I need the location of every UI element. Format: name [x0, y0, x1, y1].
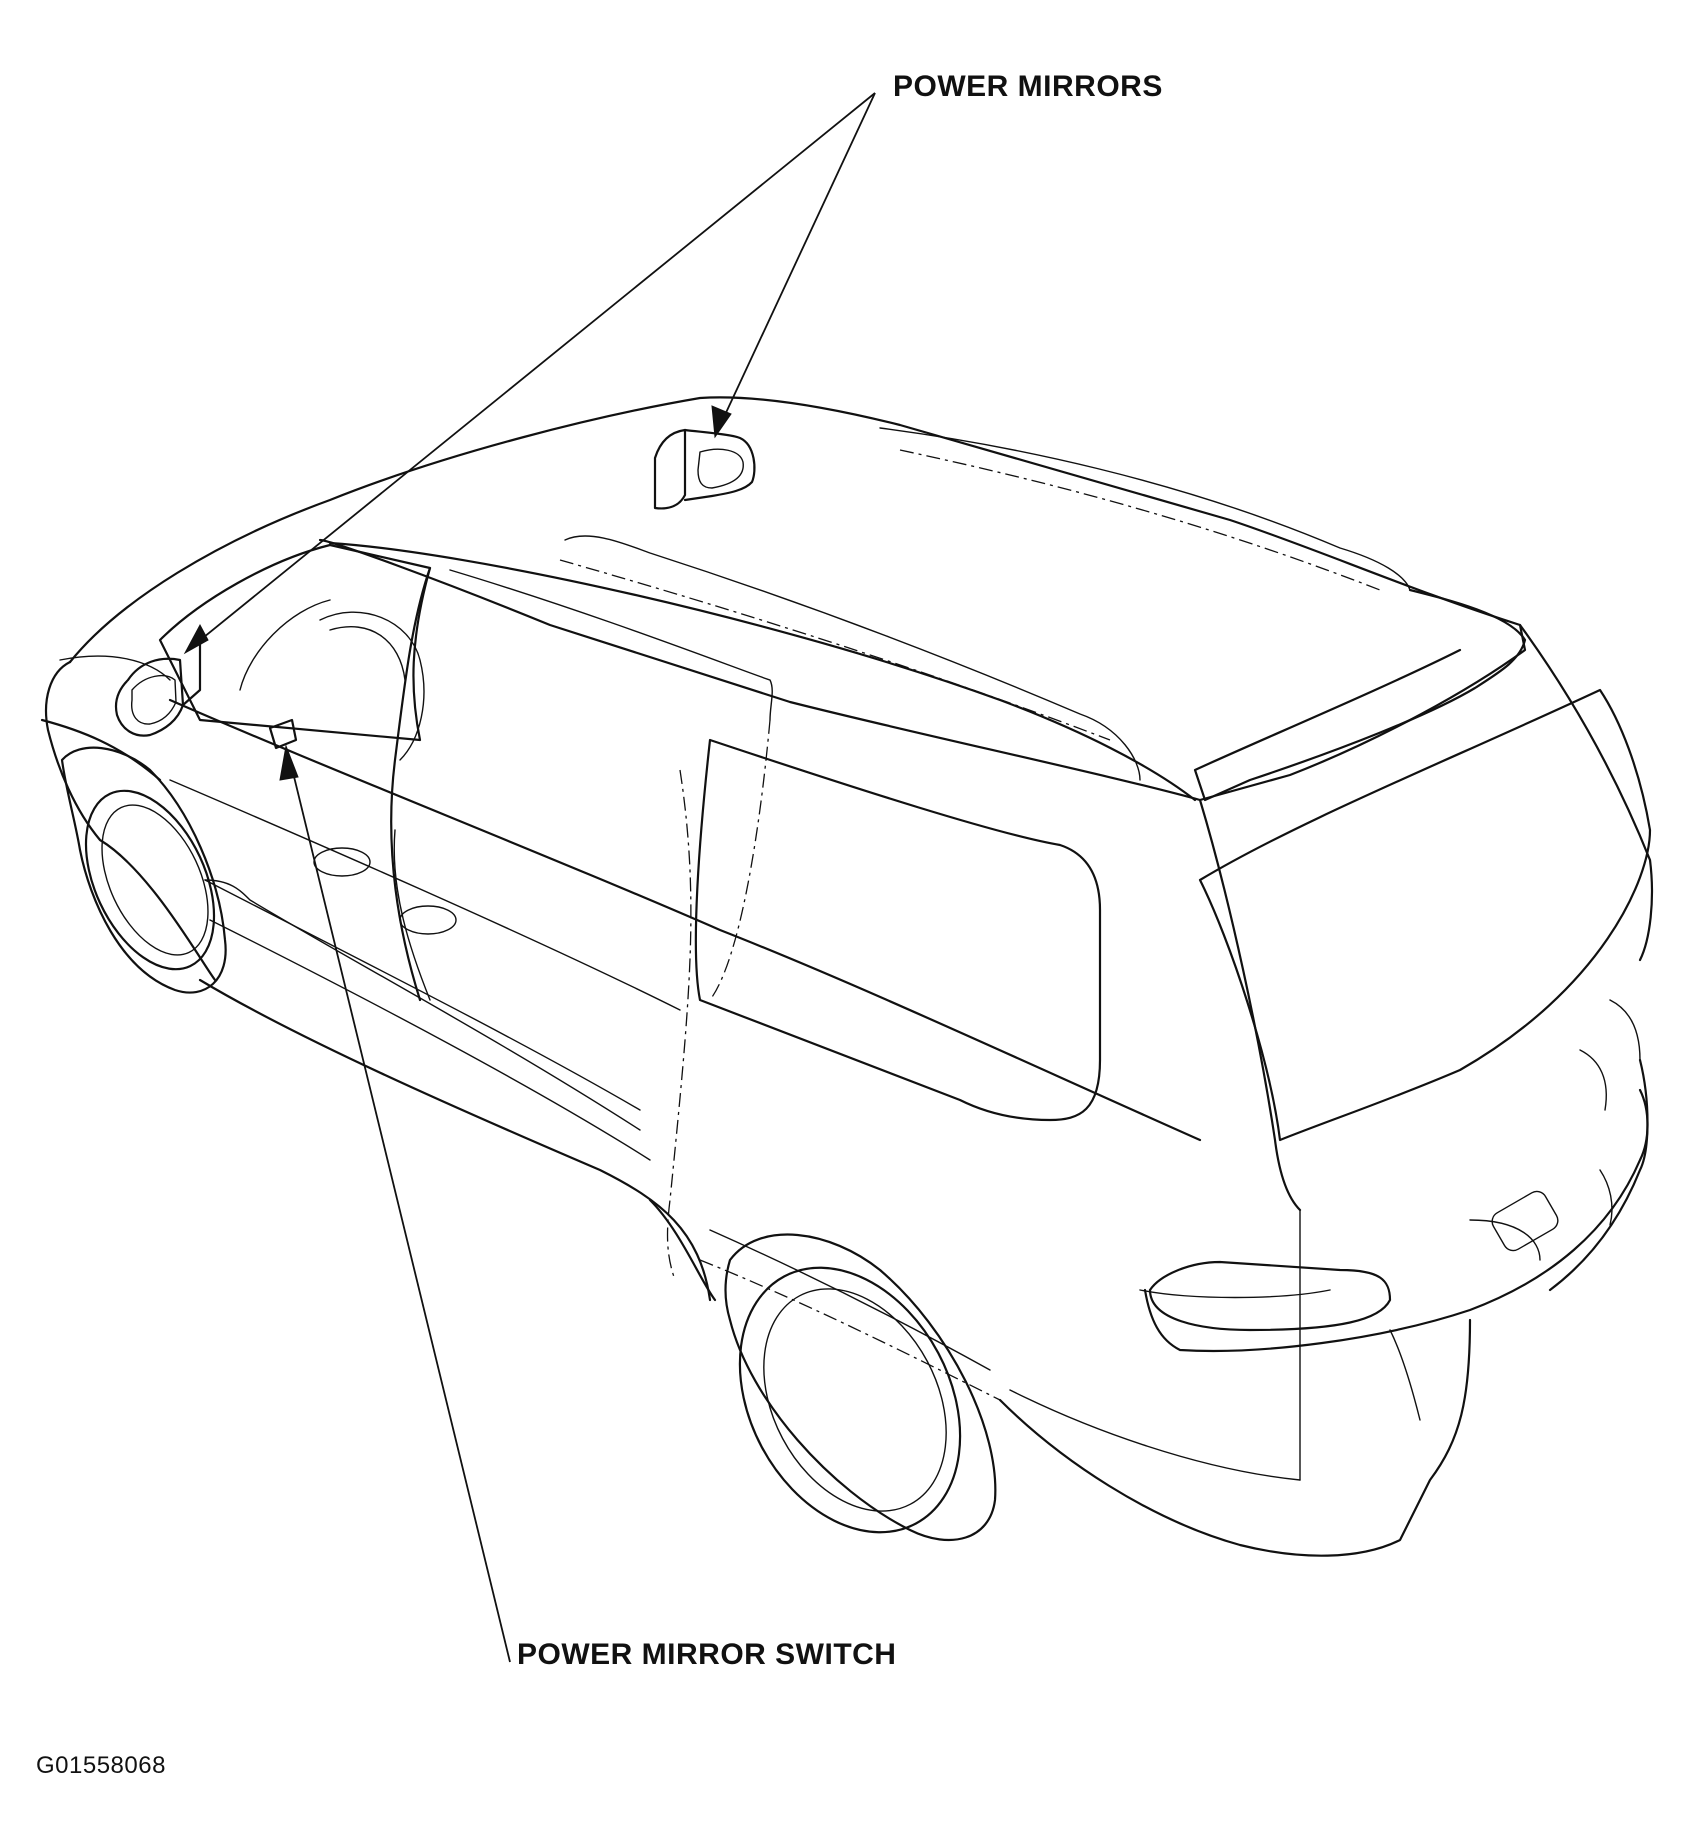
rear-window	[1198, 688, 1652, 1142]
figure-code: G01558068	[36, 1752, 166, 1779]
right-power-mirror	[653, 428, 756, 510]
roof-outline	[68, 396, 1527, 802]
van-body	[40, 396, 1654, 1557]
leader-arrowhead-left-mirror	[183, 623, 209, 655]
rear-quarter	[1198, 798, 1302, 1212]
power-mirror-switch	[268, 718, 298, 750]
power-mirrors-callout: POWER MIRRORS	[893, 70, 1163, 103]
windshield	[158, 543, 432, 742]
front-wheel	[60, 746, 227, 994]
leader-arrowhead-switch	[279, 744, 299, 781]
rear-bumper	[1143, 1088, 1649, 1353]
mirrors-leader-lines	[183, 92, 876, 655]
leader-arrowhead-right-mirror	[711, 405, 732, 439]
rear-lamp	[1148, 1260, 1392, 1332]
side-molding	[204, 879, 641, 1131]
front-hood	[44, 660, 217, 982]
side-window	[694, 738, 1102, 1122]
power-mirror-switch-callout: POWER MIRROR SWITCH	[517, 1638, 897, 1671]
belt-line	[168, 698, 1202, 1142]
left-power-mirror	[114, 638, 202, 737]
door-handle-sliding	[399, 905, 457, 935]
switch-leader-line	[279, 744, 511, 1663]
roof-rail	[564, 535, 1141, 781]
door-handle-front	[313, 847, 371, 877]
rear-spoiler	[1193, 588, 1527, 802]
body-lower	[198, 978, 712, 1302]
license-plate	[1491, 1190, 1559, 1252]
rear-wheel	[724, 1233, 997, 1542]
